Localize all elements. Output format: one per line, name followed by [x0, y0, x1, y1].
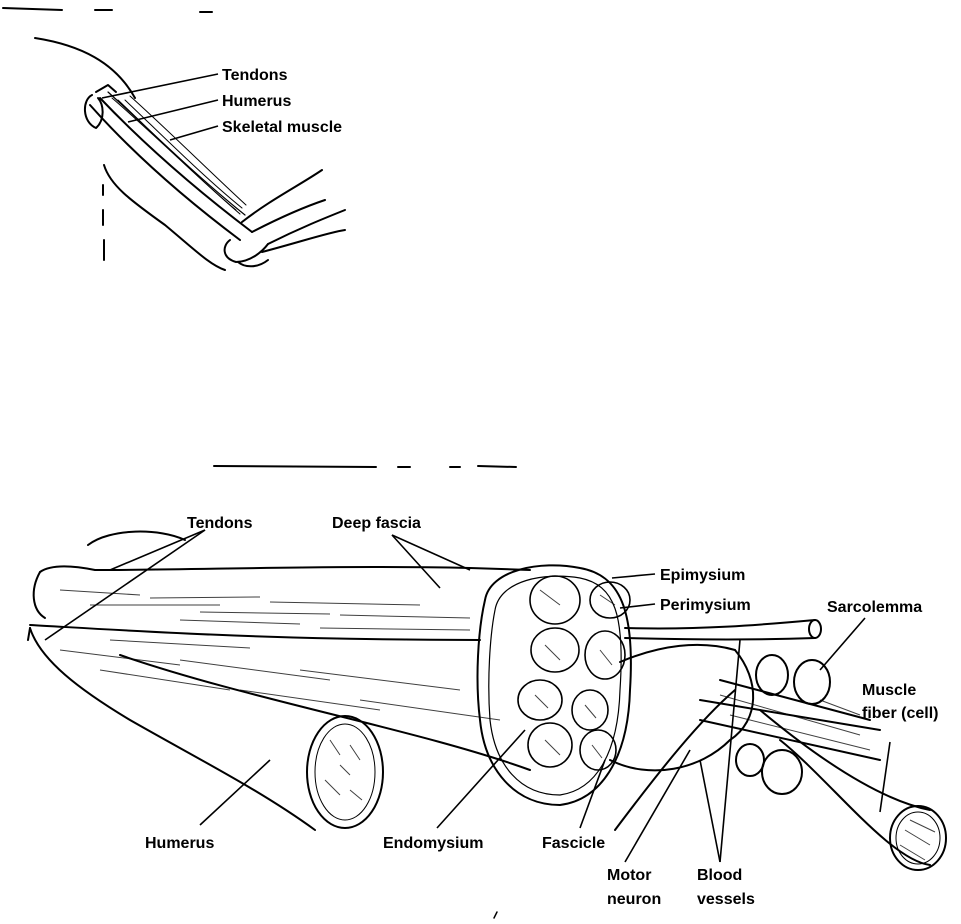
label-muscle-fiber-line1: Muscle: [862, 682, 916, 699]
label-sarcolemma: Sarcolemma: [827, 599, 922, 616]
label-humerus-bottom: Humerus: [145, 835, 214, 852]
top-leaders: [102, 74, 218, 140]
label-fascicle: Fascicle: [542, 835, 605, 852]
label-tendons-top: Tendons: [222, 67, 288, 84]
label-endomysium: Endomysium: [383, 835, 483, 852]
label-motor-neuron-line2: neuron: [607, 891, 661, 908]
label-motor-neuron-line1: Motor: [607, 867, 651, 884]
bottom-leaders: [45, 530, 890, 862]
label-epimysium: Epimysium: [660, 567, 745, 584]
label-perimysium: Perimysium: [660, 597, 751, 614]
muscle-illustration: [28, 532, 946, 870]
label-tendons-bottom: Tendons: [187, 515, 253, 532]
muscle-texture: [60, 590, 935, 860]
label-blood-vessels-line1: Blood: [697, 867, 742, 884]
label-skeletal-muscle: Skeletal muscle: [222, 119, 342, 136]
arm-illustration: [35, 38, 345, 270]
label-muscle-fiber-line2: fiber (cell): [862, 705, 938, 722]
label-deep-fascia: Deep fascia: [332, 515, 421, 532]
label-humerus-top: Humerus: [222, 93, 291, 110]
scan-mark-bottom: [494, 912, 497, 918]
label-blood-vessels-line2: vessels: [697, 891, 755, 908]
